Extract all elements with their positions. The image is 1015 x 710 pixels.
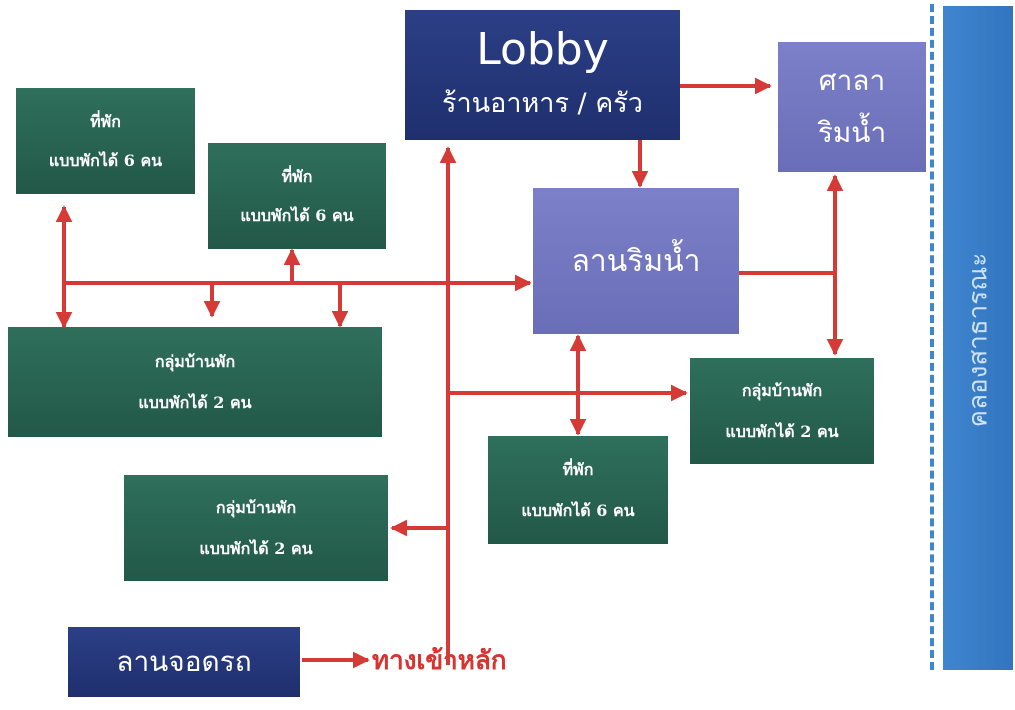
main-entrance-label: ทางเข้าหลัก: [372, 645, 507, 676]
house-group-bottom-box: กลุ่มบ้านพัก แบบพักได้ 2 คน: [124, 475, 388, 581]
lodge-center-line1: ที่พัก: [562, 459, 594, 479]
sala-line1: ศาลา: [818, 64, 886, 97]
lodge-top-middle-line2: แบบพักได้ 6 คน: [240, 206, 354, 225]
parking-label: ลานจอดรถ: [116, 645, 252, 678]
lodge-top-left-line2: แบบพักได้ 6 คน: [48, 151, 163, 170]
house-group-left-line2: แบบพักได้ 2 คน: [138, 393, 252, 412]
sala-box: ศาลา ริมน้ำ: [778, 42, 926, 172]
waterfront-plaza-box: ลานริมน้ำ: [533, 188, 739, 334]
house-group-bottom-line1: กลุ่มบ้านพัก: [215, 497, 297, 517]
house-group-right-line2: แบบพักได้ 2 คน: [725, 422, 839, 441]
lodge-top-left-line1: ที่พัก: [90, 111, 121, 131]
house-group-right-box: กลุ่มบ้านพัก แบบพักได้ 2 คน: [690, 358, 874, 464]
lodge-center-line2: แบบพักได้ 6 คน: [521, 501, 635, 520]
house-group-bottom-line2: แบบพักได้ 2 คน: [199, 539, 313, 558]
lodge-top-middle-line1: ที่พัก: [281, 166, 313, 186]
canal-band: [943, 6, 1013, 670]
lodge-top-middle-box: ที่พัก แบบพักได้ 6 คน: [208, 143, 386, 249]
sala-line2: ริมน้ำ: [817, 116, 887, 149]
lodge-center-box: ที่พัก แบบพักได้ 6 คน: [488, 436, 668, 544]
lobby-subtitle: ร้านอาหาร / ครัว: [442, 87, 643, 119]
house-group-right-line1: กลุ่มบ้านพัก: [741, 380, 823, 400]
house-group-left-line1: กลุ่มบ้านพัก: [154, 351, 236, 371]
lobby-title: Lobby: [476, 24, 609, 76]
lobby-box: Lobby ร้านอาหาร / ครัว: [405, 10, 680, 140]
parking-box: ลานจอดรถ: [68, 627, 300, 697]
canal-boundary-line: [930, 4, 934, 670]
waterfront-label: ลานริมน้ำ: [571, 243, 701, 279]
lodge-top-left-box: ที่พัก แบบพักได้ 6 คน: [16, 88, 195, 194]
house-group-left-box: กลุ่มบ้านพัก แบบพักได้ 2 คน: [8, 327, 382, 437]
